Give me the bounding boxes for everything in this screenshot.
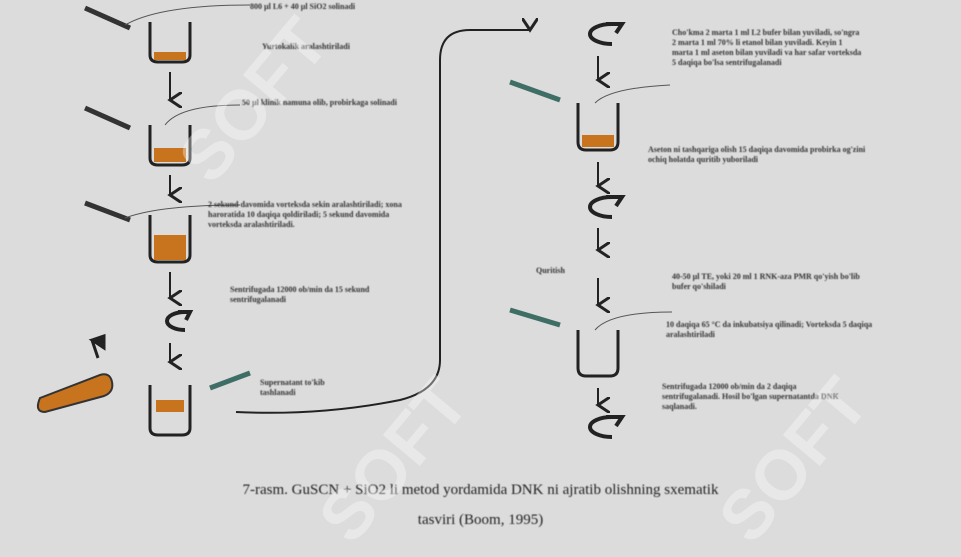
step-6-text: Cho'kma 2 marta 1 ml L2 bufer bilan yuvi…: [672, 28, 862, 67]
stopper: [88, 333, 106, 359]
centrifuge-icon-1: [165, 310, 194, 332]
step-1-sub: Yurtokalik aralashtiriladi: [262, 42, 350, 51]
centrifuge-icon-3: [588, 195, 626, 219]
tube-3: [148, 215, 192, 264]
tube-6: [576, 330, 620, 378]
tube-2: [148, 125, 192, 167]
pipette-6: [509, 307, 561, 328]
pipette-4: [209, 370, 251, 391]
pipette-5: [509, 79, 561, 103]
figure-caption-line2: tasviri (Boom, 1995): [417, 512, 544, 528]
step-2-text: 50 µl klinik namuna olib, probirkaga sol…: [242, 98, 397, 107]
figure-caption-line1: 7-rasm. GuSCN + SiO2 li metod yordamida …: [242, 482, 719, 498]
pipette-3: [84, 200, 131, 223]
protocol-diagram: [36, 4, 673, 439]
step-8-text: 40-50 µl TE, yoki 20 ml 1 RNK-aza PMR qo…: [672, 272, 860, 291]
tube-1: [148, 22, 192, 64]
step-10-text: Sentrifugada 12000 ob/min da 2 daqiqa se…: [662, 382, 839, 411]
drying-label: Quritish: [536, 266, 565, 275]
centrifuge-icon-4: [588, 415, 626, 439]
pouring-tube: [36, 373, 114, 414]
tube-4: [148, 385, 192, 437]
step-9-text: 10 daqiqa 65 °C da inkubatsiya qilinadi;…: [666, 320, 873, 339]
pipette-2: [83, 105, 132, 131]
tube-5: [576, 103, 620, 152]
step-4-text: Sentrifugada 12000 ob/min da 15 sekund s…: [230, 285, 370, 304]
step-1-text: 800 µl L6 + 40 µl SiO2 solinadi: [250, 2, 356, 11]
centrifuge-icon-2: [588, 22, 626, 46]
pipette-1: [83, 5, 132, 31]
step-5-text: Supernatant to'kib tashlanadi: [260, 378, 325, 397]
flow-connector: [235, 30, 530, 414]
step-7-text: Aseton ni tashqariga olish 15 daqiqa dav…: [648, 145, 866, 164]
step-3-text: 2 sekund davomida vorteksda sekin aralas…: [208, 200, 402, 229]
